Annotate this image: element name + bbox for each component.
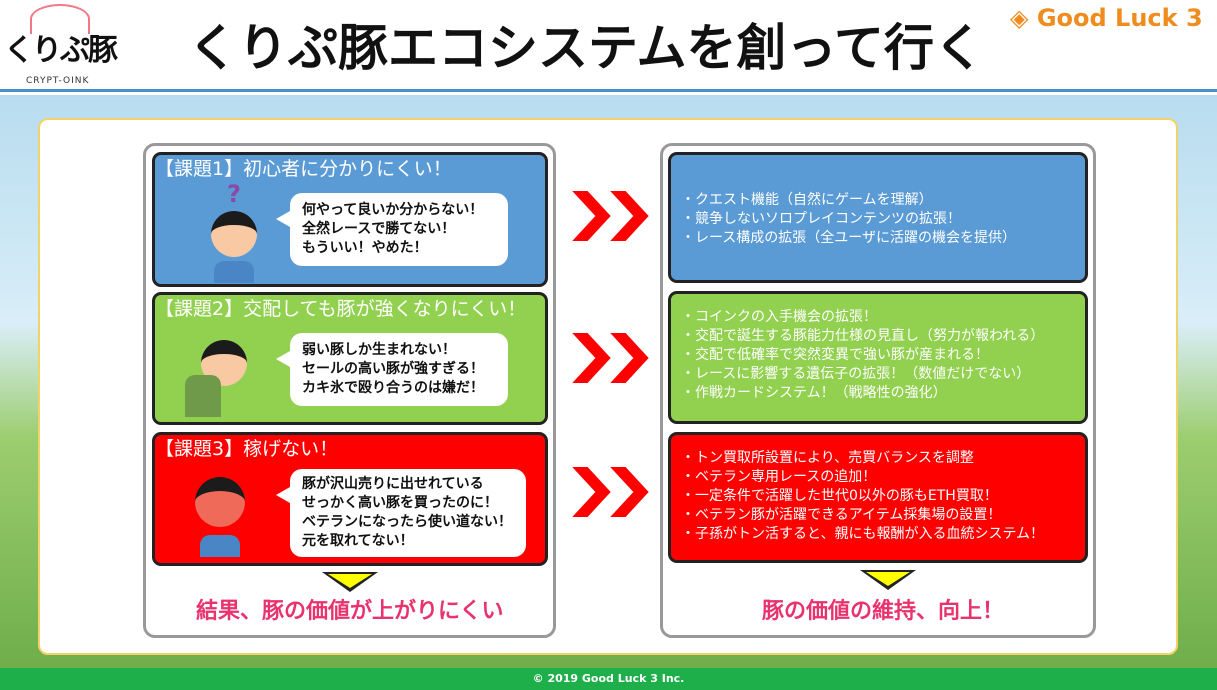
issue-title: 【課題2】交配しても豚が強くなりにくい！	[155, 298, 527, 320]
logo-text: くりぷ豚	[4, 33, 118, 68]
solution-item: ・競争しないソロプレイコンテンツの拡張！	[681, 211, 961, 227]
issue-box-3: 【課題3】稼げない！ 豚が沢山売りに出せれている せっかく高い豚を買ったのに！ …	[152, 432, 548, 566]
solution-item: ・交配で低確率で突然変異で強い豚が産まれる！	[681, 347, 989, 363]
person-body-icon	[185, 375, 221, 417]
bubble-line: 全然レースで勝てない！	[302, 221, 456, 237]
bubble-line: ベテランになったら使い道ない！	[302, 514, 512, 530]
brand-logo: ◈ Good Luck 3	[1010, 4, 1203, 32]
slide-header: くりぷ豚 CRYPT-OINK くりぷ豚エコシステムを創って行く ◈ Good …	[0, 0, 1217, 92]
logo-subtext: CRYPT-OINK	[26, 76, 90, 86]
double-chevron-arrow-icon	[568, 465, 652, 519]
solution-item: ・ベテラン専用レースの追加！	[681, 469, 877, 485]
solution-item: ・ベテラン豚が活躍できるアイテム採集場の設置！	[681, 507, 1002, 523]
solution-item: ・作戦カードシステム！（戦略性の強化）	[681, 385, 947, 401]
bubble-line: セールの高い豚が強すぎる！	[302, 361, 484, 377]
bubble-line: カキ氷で殴り合うのは嫌だ！	[302, 380, 484, 396]
bubble-line: 弱い豚しか生まれない！	[302, 342, 456, 358]
solution-item: ・レースに影響する遺伝子の拡張！（数値だけでない）	[681, 366, 1031, 382]
bubble-line: もういい！やめた！	[302, 240, 428, 256]
kuriputon-logo: くりぷ豚 CRYPT-OINK	[4, 4, 144, 90]
speech-bubble: 弱い豚しか生まれない！ セールの高い豚が強すぎる！ カキ氷で殴り合うのは嫌だ！	[276, 333, 508, 406]
double-chevron-arrow-icon	[568, 331, 652, 385]
issue-box-1: 【課題1】初心者に分かりにくい！ ? 何やって良いか分からない！ 全然レースで勝…	[152, 152, 548, 287]
slide-title: くりぷ豚エコシステムを創って行く	[188, 19, 984, 77]
solution-item: ・交配で誕生する豚能力仕様の見直し（努力が報われる）	[681, 328, 1045, 344]
issue-box-2: 【課題2】交配しても豚が強くなりにくい！ 弱い豚しか生まれない！ セールの高い豚…	[152, 292, 548, 425]
solution-item: ・レース構成の拡張（全ユーザに活躍の機会を提供）	[681, 230, 1017, 246]
person-body-icon	[214, 261, 254, 283]
down-triangle-icon	[322, 572, 378, 592]
issue-title: 【課題3】稼げない！	[155, 438, 339, 460]
issues-result-text: 結果、豚の価値が上がりにくい	[196, 599, 504, 624]
solution-list: ・トン買取所設置により、売買バランスを調整 ・ベテラン専用レースの追加！ ・一定…	[681, 449, 1044, 544]
angry-person-icon	[195, 477, 245, 527]
issue-title: 【課題1】初心者に分かりにくい！	[155, 158, 452, 180]
double-chevron-arrow-icon	[568, 189, 652, 243]
pig-outline-icon	[30, 4, 90, 34]
solution-box-2: ・コインクの入手機会の拡張！ ・交配で誕生する豚能力仕様の見直し（努力が報われる…	[668, 291, 1088, 424]
solutions-result-text: 豚の価値の維持、向上！	[762, 599, 1005, 624]
solution-item: ・トン買取所設置により、売買バランスを調整	[681, 450, 974, 466]
bubble-line: せっかく高い豚を買ったのに！	[302, 495, 498, 511]
speech-bubble: 豚が沢山売りに出せれている せっかく高い豚を買ったのに！ ベテランになったら使い…	[276, 469, 526, 557]
solution-list: ・コインクの入手機会の拡張！ ・交配で誕生する豚能力仕様の見直し（努力が報われる…	[681, 308, 1044, 403]
solution-box-3: ・トン買取所設置により、売買バランスを調整 ・ベテラン専用レースの追加！ ・一定…	[668, 432, 1088, 563]
bubble-line: 元を取れてない！	[302, 533, 414, 549]
solution-item: ・クエスト機能（自然にゲームを理解）	[681, 192, 933, 208]
solution-box-1: ・クエスト機能（自然にゲームを理解） ・競争しないソロプレイコンテンツの拡張！ …	[668, 152, 1088, 283]
solution-item: ・一定条件で活躍した世代0以外の豚もETH買取！	[681, 488, 998, 504]
copyright-footer: © 2019 Good Luck 3 Inc.	[0, 668, 1217, 690]
bubble-line: 豚が沢山売りに出せれている	[302, 476, 484, 492]
down-triangle-icon	[860, 570, 916, 590]
solution-item: ・子孫がトン活すると、親にも報酬が入る血統システム！	[681, 526, 1045, 542]
solution-list: ・クエスト機能（自然にゲームを理解） ・競争しないソロプレイコンテンツの拡張！ …	[681, 191, 1016, 248]
brand-text: Good Luck 3	[1036, 4, 1203, 32]
question-mark-icon: ?	[227, 180, 241, 208]
bubble-line: 何やって良いか分からない！	[302, 202, 484, 218]
person-body-icon	[200, 535, 240, 557]
speech-bubble: 何やって良いか分からない！ 全然レースで勝てない！ もういい！やめた！	[276, 193, 508, 266]
confused-person-icon	[211, 211, 257, 257]
solution-item: ・コインクの入手機会の拡張！	[681, 309, 877, 325]
